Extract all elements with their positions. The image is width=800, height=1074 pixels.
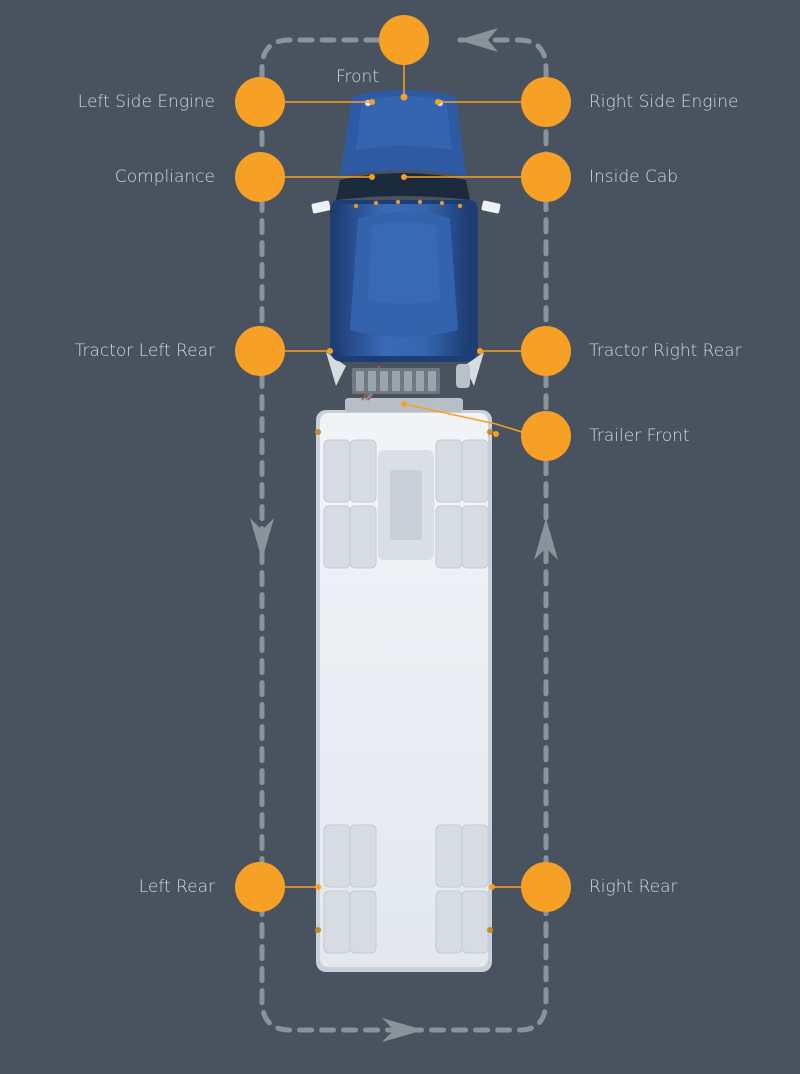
arrow-left-icon bbox=[458, 28, 498, 52]
walkaround-path bbox=[259, 37, 549, 1033]
marker-right-side-engine[interactable] bbox=[521, 77, 571, 127]
label-right-rear: Right Rear bbox=[589, 877, 678, 897]
arrow-right-icon bbox=[382, 1018, 424, 1042]
label-right-side-engine: Right Side Engine bbox=[589, 92, 739, 112]
label-left-side-engine: Left Side Engine bbox=[77, 92, 215, 112]
marker-trailer-front[interactable] bbox=[521, 411, 571, 461]
label-left-rear: Left Rear bbox=[138, 877, 215, 897]
arrow-down-icon bbox=[250, 518, 274, 560]
label-front: Front bbox=[336, 67, 379, 87]
marker-left-side-engine[interactable] bbox=[235, 77, 285, 127]
marker-front[interactable] bbox=[379, 15, 429, 65]
label-tractor-left-rear: Tractor Left Rear bbox=[74, 341, 215, 361]
label-trailer-front: Trailer Front bbox=[589, 426, 690, 446]
trailer bbox=[315, 410, 493, 972]
tractor bbox=[311, 90, 501, 394]
marker-tractor-left-rear[interactable] bbox=[235, 326, 285, 376]
label-tractor-right-rear: Tractor Right Rear bbox=[589, 341, 742, 361]
marker-compliance[interactable] bbox=[235, 152, 285, 202]
marker-inside-cab[interactable] bbox=[521, 152, 571, 202]
arrow-up-icon bbox=[534, 518, 558, 560]
label-inside-cab: Inside Cab bbox=[589, 167, 679, 187]
marker-tractor-right-rear[interactable] bbox=[521, 326, 571, 376]
marker-connectors bbox=[284, 60, 523, 888]
marker-right-rear[interactable] bbox=[521, 862, 571, 912]
marker-left-rear[interactable] bbox=[235, 862, 285, 912]
label-compliance: Compliance bbox=[114, 167, 215, 187]
